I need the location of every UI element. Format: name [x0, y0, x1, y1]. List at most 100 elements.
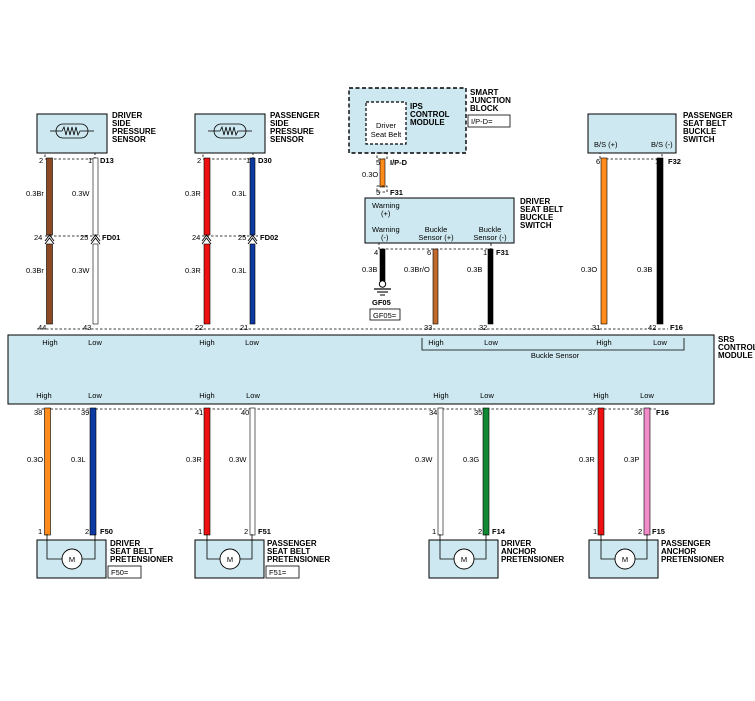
svg-text:SIDE: SIDE [112, 119, 131, 128]
title-line: PASSENGER [661, 539, 711, 548]
title-line: SRS [718, 335, 735, 344]
passenger-buckle-switch: B/S (+) B/S (-) PASSENGER SEAT BELT BUCK… [587, 111, 733, 166]
pin-label: 38 [34, 408, 42, 417]
pin-label: 44 [38, 323, 46, 332]
lower-wires: 0.3O 0.3L 0.3R 0.3W 0.3W 0.3G 0.3R 0.3P [27, 407, 651, 536]
pin-label: 4 [374, 248, 378, 257]
terminal-label: Low [245, 338, 259, 347]
title-line: SIDE [270, 119, 289, 128]
svg-text:PASSENGER: PASSENGER [683, 111, 733, 120]
pin-label: 43 [83, 323, 91, 332]
title-line: PASSENGER [683, 111, 733, 120]
pin-label: 32 [479, 323, 487, 332]
title-line: SWITCH [520, 221, 552, 230]
svg-text:SENSOR: SENSOR [112, 135, 146, 144]
pin-function-label: Sensor (+) [418, 233, 454, 242]
driver-buckle-wires: 0.3B 0.3Br/O 0.3B [362, 248, 494, 325]
wire-label: 0.3R [186, 455, 202, 464]
title-line: SWITCH [683, 135, 715, 144]
title-line: DRIVER [501, 539, 531, 548]
svg-text:JUNCTION: JUNCTION [470, 96, 511, 105]
pin-function-label: (-) [381, 233, 389, 242]
title-line: BLOCK [470, 104, 499, 113]
wire-label: 0.3R [185, 266, 201, 275]
wire-label: 0.3W [72, 266, 90, 275]
ref-label: F50= [111, 568, 129, 577]
svg-text:SRS: SRS [718, 335, 735, 344]
terminal-label: Low [653, 338, 667, 347]
connector-label: F51 [258, 527, 271, 536]
connector-label: FD02 [260, 233, 278, 242]
terminal-label: Low [88, 391, 102, 400]
terminal-label: Low [640, 391, 654, 400]
title-line: SIDE [112, 119, 131, 128]
pin-label: 22 [195, 323, 203, 332]
wire-label: 0.3O [27, 455, 43, 464]
motor-icon: M [206, 534, 253, 570]
wire-label: 0.3B [637, 265, 652, 274]
svg-text:CONTROL: CONTROL [718, 343, 755, 352]
svg-text:PASSENGER: PASSENGER [661, 539, 711, 548]
title-line: PRETENSIONER [501, 555, 564, 564]
svg-text:SIDE: SIDE [270, 119, 289, 128]
pin-label: 1 [593, 527, 597, 536]
motor-label: M [461, 555, 467, 564]
pin-label: 33 [424, 323, 432, 332]
title-line: DRIVER [112, 111, 142, 120]
pin-label: 2 [244, 527, 248, 536]
svg-text:PRETENSIONER: PRETENSIONER [501, 555, 564, 564]
wire-label: 0.3L [71, 455, 86, 464]
title-line: PRESSURE [112, 127, 157, 136]
connector-label: F14 [492, 527, 506, 536]
junction-fd02: 24 25 FD02 [192, 233, 278, 245]
pin-label: 5 [376, 188, 380, 197]
inner-label: Seat Belt [371, 130, 402, 139]
pin-function-label: (+) [381, 209, 391, 218]
wire-label: 0.3O [362, 170, 378, 179]
title-line: DRIVER [110, 539, 140, 548]
connector-label: F50 [100, 527, 113, 536]
inner-label: Driver [376, 121, 397, 130]
passenger-pressure-sensor: PASSENGER SIDE PRESSURE SENSOR 2 1 D30 [194, 111, 320, 165]
title-line: SENSOR [112, 135, 146, 144]
pin-label: 34 [429, 408, 437, 417]
pin-function-label: Sensor (-) [473, 233, 507, 242]
group-label: Buckle Sensor [531, 351, 580, 360]
title-line: JUNCTION [470, 96, 511, 105]
pin-label: 5 [376, 158, 380, 167]
svg-text:BLOCK: BLOCK [470, 104, 499, 113]
svg-text:SENSOR: SENSOR [270, 135, 304, 144]
driver-anchor-pretensioner: 1 2 F14 M DRIVER ANCHOR PRETENSIONER [428, 527, 564, 579]
pin-label: 2 [638, 527, 642, 536]
title-line: ANCHOR [661, 547, 696, 556]
title-line: MODULE [410, 118, 445, 127]
pin-function-label: Buckle [479, 225, 502, 234]
svg-text:PRETENSIONER: PRETENSIONER [110, 555, 173, 564]
wire-label: 0.3Br/O [404, 265, 430, 274]
motor-label: M [622, 555, 628, 564]
motor-label: M [227, 555, 233, 564]
title-line: BUCKLE [683, 127, 717, 136]
pin-label: 25 [80, 233, 88, 242]
pin-label: 2 [85, 527, 89, 536]
pin-label: 37 [588, 408, 596, 417]
svg-text:PASSENGER: PASSENGER [267, 539, 317, 548]
connector-label: F31 [390, 188, 403, 197]
connector-label: F16 [670, 323, 683, 332]
pin-label: 24 [34, 233, 42, 242]
wire-label: 0.3B [467, 265, 482, 274]
svg-text:BUCKLE: BUCKLE [683, 127, 717, 136]
svg-text:SEAT BELT: SEAT BELT [110, 547, 153, 556]
pin-function-label: B/S (-) [651, 140, 673, 149]
svg-text:SMART: SMART [470, 88, 499, 97]
title-line: SENSOR [270, 135, 304, 144]
wire-label: 0.3B [362, 265, 377, 274]
terminal-label: Low [246, 391, 260, 400]
wire-label: 0.3L [232, 266, 247, 275]
svg-text:PRETENSIONER: PRETENSIONER [661, 555, 724, 564]
pin-function-label: Buckle [425, 225, 448, 234]
terminal-label: High [428, 338, 443, 347]
passenger-seat-belt-pretensioner: 1 2 F51 M PASSENGER SEAT BELT PRETENSION… [194, 527, 330, 579]
terminal-label: Low [484, 338, 498, 347]
